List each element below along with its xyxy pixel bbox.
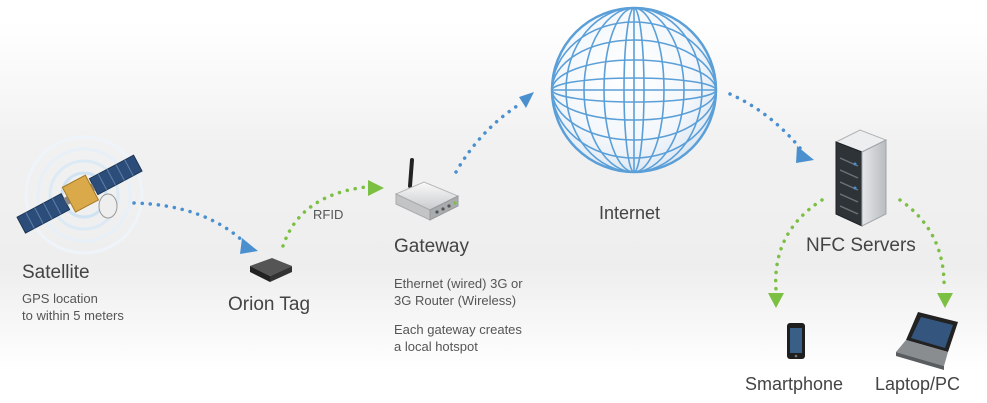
gateway-title: Gateway (394, 236, 469, 257)
arrow-head-orion (240, 238, 258, 254)
arrow-head-laptop (937, 293, 953, 308)
nfc-server-icon (834, 129, 888, 227)
arrow-head-smartphone (768, 293, 784, 308)
gateway-desc2-line2: a local hotspot (394, 339, 478, 354)
orion-tag-icon (250, 258, 292, 282)
gateway-desc1-line1: Ethernet (wired) 3G or (394, 276, 523, 291)
link-gateway-internet (454, 102, 522, 174)
internet-title: Internet (599, 203, 661, 223)
arrow-head-servers (796, 146, 814, 163)
laptop-icon (896, 312, 958, 370)
smartphone-icon (787, 323, 805, 359)
rfid-label: RFID (313, 207, 344, 222)
smartphone-title: Smartphone (745, 374, 844, 394)
gateway-desc2-line1: Each gateway creates (394, 322, 522, 337)
blue-connections (132, 92, 802, 245)
link-satellite-orion (132, 201, 247, 245)
link-internet-servers (728, 92, 802, 150)
laptop-title: Laptop/PC (875, 374, 961, 394)
satellite-desc-line1: GPS location (22, 291, 98, 306)
gateway-desc1-line2: 3G Router (Wireless) (394, 293, 517, 308)
internet-globe-icon (550, 6, 718, 174)
arrow-head-gateway (368, 180, 384, 196)
nfc-servers-title: NFC Servers (806, 235, 916, 256)
gateway-icon (394, 158, 460, 221)
satellite-title: Satellite (22, 262, 90, 283)
satellite-desc-line2: to within 5 meters (22, 308, 124, 323)
satellite-icon (16, 135, 144, 255)
background-band (0, 22, 987, 372)
orion-tag-title: Orion Tag (228, 294, 311, 315)
arrow-head-internet (519, 92, 534, 108)
